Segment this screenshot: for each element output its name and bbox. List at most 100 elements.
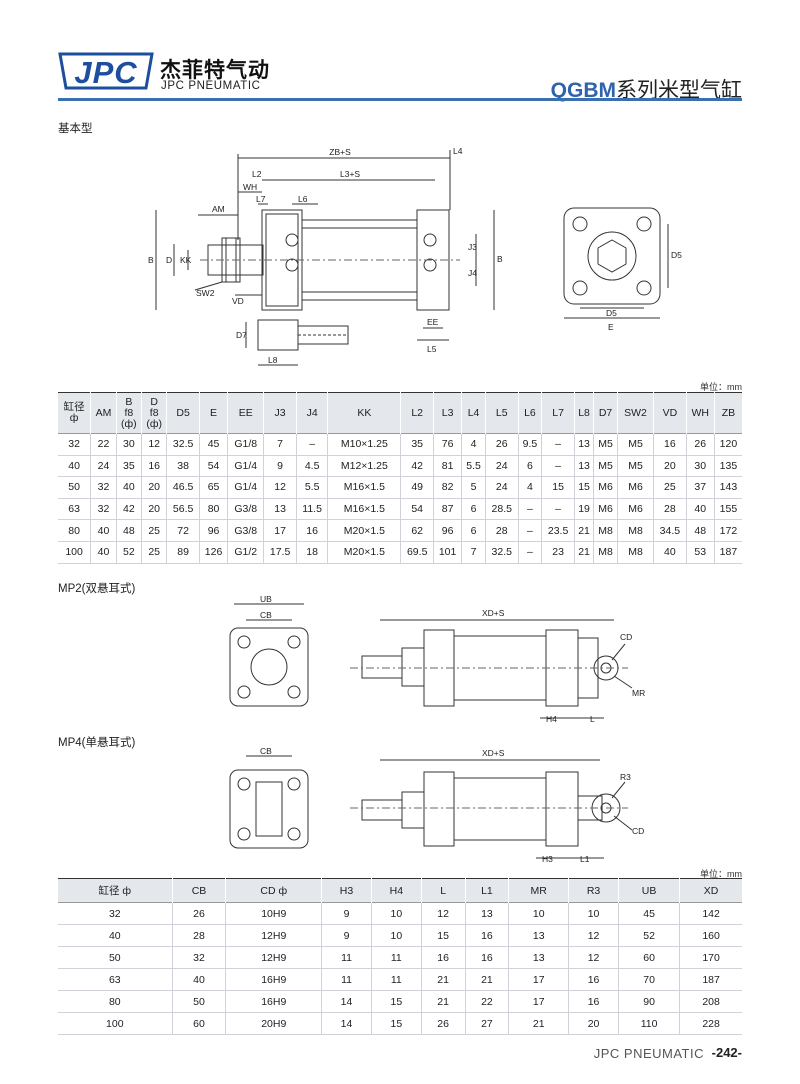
table-cell: 24 [90, 455, 117, 478]
table-cell: 21 [508, 1012, 569, 1035]
basic-col-header: L6 [517, 392, 542, 434]
table-cell: G1/4 [227, 455, 264, 478]
table-cell: 11 [370, 968, 422, 991]
table-cell: 54 [198, 455, 228, 478]
basic-col-header-line: L6 [524, 406, 536, 419]
basic-col-header-line: L8 [578, 406, 590, 419]
table-cell: 87 [432, 498, 462, 521]
table-cell: 12H9 [225, 924, 322, 947]
table-cell: M16×1.5 [327, 498, 401, 521]
table-cell: M6 [616, 498, 654, 521]
table-cell: 32.5 [484, 541, 519, 564]
basic-col-header-line: J3 [274, 406, 286, 419]
table-cell: 5.5 [461, 455, 486, 478]
table-cell: 11.5 [295, 498, 328, 521]
table-cell: 17.5 [263, 541, 297, 564]
table-cell: 12H9 [225, 946, 322, 969]
table-cell: 228 [679, 1012, 742, 1035]
header-rule [58, 98, 742, 101]
table-cell: 4.5 [295, 455, 328, 478]
table-cell: 22 [90, 433, 117, 456]
table-cell: 208 [679, 990, 742, 1013]
basic-col-header: L7 [541, 392, 575, 434]
table-cell: 14 [321, 1012, 372, 1035]
basic-col-header-line: AM [95, 406, 112, 419]
table-cell: 40 [653, 541, 687, 564]
table-cell: 18 [295, 541, 328, 564]
dim-ee: EE [427, 317, 439, 327]
basic-col-header-line: D7 [598, 406, 613, 419]
mount-col-header: 缸径 ф [58, 878, 173, 903]
mount-col-header: H4 [370, 878, 422, 903]
table-cell: 80 [58, 990, 173, 1013]
basic-col-header: VD [653, 392, 687, 434]
table-cell: 20 [141, 476, 167, 499]
table-cell: 32 [171, 946, 226, 969]
table-cell: 48 [115, 519, 142, 542]
dim-e: E [608, 322, 614, 332]
table-cell: 26 [484, 433, 519, 456]
dim-b-right: B [497, 254, 503, 264]
table-cell: 63 [58, 968, 173, 991]
table-cell: 45 [198, 433, 228, 456]
table-cell: 20 [141, 498, 167, 521]
table-cell: 32 [58, 433, 91, 456]
table-cell: 15 [420, 924, 466, 947]
table-cell: 101 [432, 541, 462, 564]
table-cell: M20×1.5 [327, 519, 401, 542]
table-cell: 27 [464, 1012, 509, 1035]
dim-j3: J3 [468, 242, 477, 252]
table-cell: 5 [461, 476, 486, 499]
table-cell: – [541, 498, 575, 521]
dim-h3: H3 [542, 854, 553, 864]
basic-col-header-line: 缸径 [63, 401, 85, 413]
footer-brand: JPC PNEUMATIC [593, 1046, 704, 1061]
table-cell: 16 [464, 946, 509, 969]
dim-h4: H4 [546, 714, 557, 724]
basic-col-header-line: (ф) [146, 417, 162, 430]
dim-l: L [590, 714, 595, 724]
basic-col-header-line: L2 [411, 406, 424, 419]
table-cell: 187 [679, 968, 742, 991]
table-cell: 9 [321, 902, 372, 925]
table-cell: 17 [508, 990, 569, 1013]
drawing-mp4: CB XD+S R3 CD H3 L1 [220, 746, 644, 864]
table-cell: 96 [432, 519, 462, 542]
table-cell: 15 [573, 476, 594, 499]
table-cell: 7 [263, 433, 297, 456]
dim-j4: J4 [468, 268, 477, 278]
table-cell: – [541, 455, 575, 478]
table-cell: 21 [464, 968, 509, 991]
table-cell: 12 [420, 902, 466, 925]
table-cell: 28 [653, 498, 687, 521]
table-cell: 40 [685, 498, 715, 521]
table-cell: 100 [58, 1012, 173, 1035]
dim-xd-s-mp2: XD+S [482, 608, 505, 618]
table-cell: 10 [370, 924, 422, 947]
table-cell: M6 [593, 498, 618, 521]
table-cell: 10H9 [225, 902, 322, 925]
table-cell: 62 [400, 519, 434, 542]
table-cell: 12 [141, 433, 167, 456]
table-cell: 13 [263, 498, 297, 521]
brand-name-en: JPC PNEUMATIC [161, 80, 261, 92]
dim-l1: L1 [580, 854, 590, 864]
dim-b: B [148, 255, 154, 265]
table-cell: 32 [90, 476, 117, 499]
table-cell: 13 [573, 433, 594, 456]
table-cell: 16 [295, 519, 328, 542]
table-cell: 37 [685, 476, 715, 499]
table-cell: 25 [653, 476, 687, 499]
series-title: QGBM系列米型气缸 [551, 74, 742, 104]
series-code: QGBM [550, 79, 616, 102]
table-cell: 7 [461, 541, 486, 564]
table-cell: G1/4 [227, 476, 264, 499]
mount-col-header: XD [679, 878, 742, 903]
unit-note-basic: 单位：mm [700, 382, 742, 392]
table-cell: 80 [198, 498, 228, 521]
table-cell: 20 [653, 455, 687, 478]
